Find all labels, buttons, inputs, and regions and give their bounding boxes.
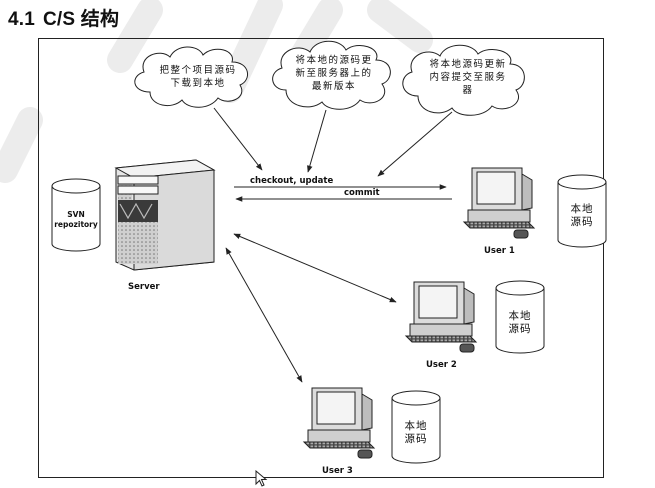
user1-label: User 1 <box>484 246 515 256</box>
svn-repository-cylinder <box>51 178 101 252</box>
section-title: C/S 结构 <box>43 9 120 30</box>
arrow-server-user3 <box>225 247 303 383</box>
user3-local-source-cylinder <box>391 390 441 464</box>
user3-label: User 3 <box>322 466 353 476</box>
user1-computer-icon <box>462 167 536 239</box>
user2-local-source-cylinder <box>495 280 545 354</box>
arrow-cloud-commit <box>377 111 453 177</box>
arrow-cloud-update <box>307 109 327 173</box>
cloud-download <box>134 46 248 108</box>
user3-computer-icon <box>302 387 376 459</box>
commit-label: commit <box>344 188 380 198</box>
arrow-server-user2 <box>233 233 397 303</box>
mouse-cursor-icon <box>255 470 268 487</box>
arrow-cloud-download <box>213 107 263 171</box>
section-number: 4.1 <box>8 9 36 30</box>
user2-local-source-label: 本地 源码 <box>508 310 532 335</box>
cloud-commit-text: 将本地源码更新 内容提交至服务 器 <box>429 59 507 96</box>
server-label: Server <box>128 282 160 292</box>
user1-local-source-cylinder <box>557 174 607 248</box>
server-icon <box>114 159 216 271</box>
user2-label: User 2 <box>426 360 457 370</box>
user3-local-source-label: 本地 源码 <box>404 420 428 445</box>
svn-repository-label: SVN repozitory <box>54 210 98 229</box>
cloud-update-text: 将本地的源码更 新至服务器上的 最新版本 <box>295 55 373 92</box>
diagram-frame <box>38 38 604 478</box>
cloud-update <box>272 40 391 110</box>
cloud-download-text: 把整个项目源码 下载到本地 <box>159 65 237 89</box>
user1-local-source-label: 本地 源码 <box>570 203 594 228</box>
checkout-update-label: checkout, update <box>250 176 334 186</box>
user2-computer-icon <box>404 281 478 353</box>
cloud-commit <box>402 44 525 116</box>
page-title: 4.1 C/S 结构 <box>8 4 119 31</box>
